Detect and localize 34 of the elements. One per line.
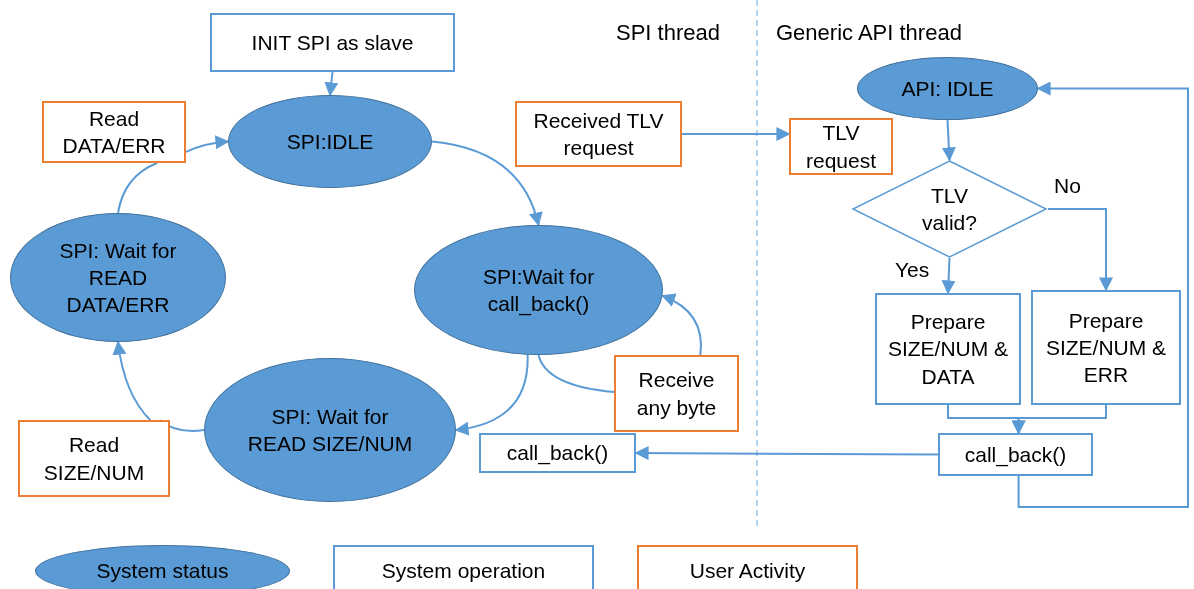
user-activity-box: Received TLV request — [515, 101, 682, 167]
state-ellipse: SPI:Wait for call_back() — [414, 225, 663, 355]
arrow — [185, 135, 230, 153]
arrow — [454, 353, 529, 436]
arrow — [941, 119, 956, 162]
thread-heading: SPI thread — [616, 20, 720, 46]
thread-heading: Generic API thread — [776, 20, 962, 46]
arrow — [681, 127, 791, 141]
user-activity-box: TLV request — [789, 118, 893, 175]
legend-item: System operation — [333, 545, 594, 589]
state-ellipse: API: IDLE — [857, 57, 1038, 120]
state-ellipse: SPI: Wait for READ SIZE/NUM — [204, 358, 456, 502]
user-activity-box: Read DATA/ERR — [42, 101, 186, 163]
legend-item: System status — [35, 545, 290, 589]
user-activity-box: Receive any byte — [614, 355, 739, 432]
arrow — [112, 340, 152, 421]
arrow — [1047, 208, 1113, 292]
process-box: Prepare SIZE/NUM & ERR — [1031, 290, 1181, 405]
legend-item: User Activity — [637, 545, 858, 589]
process-box: INIT SPI as slave — [210, 13, 455, 72]
connector-line — [117, 162, 159, 214]
arrow — [324, 71, 339, 97]
state-ellipse: SPI:IDLE — [228, 95, 432, 188]
process-box: call_back() — [479, 433, 636, 473]
arrow — [1017, 81, 1189, 508]
arrow — [941, 257, 956, 295]
arrow — [431, 140, 542, 227]
process-box: call_back() — [938, 433, 1093, 476]
process-box: Prepare SIZE/NUM & DATA — [875, 293, 1021, 405]
user-activity-box: Read SIZE/NUM — [18, 420, 170, 497]
state-ellipse: SPI: Wait for READ DATA/ERR — [10, 213, 226, 342]
arrow — [661, 294, 702, 356]
connector-line — [537, 354, 615, 393]
arrow — [1011, 404, 1107, 435]
